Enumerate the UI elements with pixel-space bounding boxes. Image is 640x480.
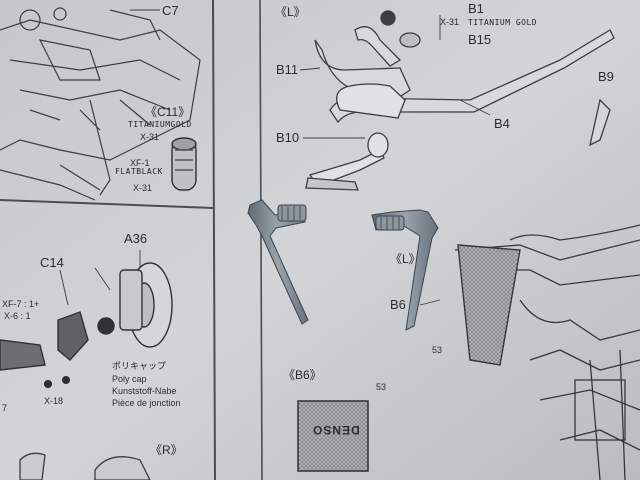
pipe-bottom-left xyxy=(19,452,151,480)
label-seven: 7 xyxy=(2,403,8,413)
label-c11: 《C11》 xyxy=(145,105,191,119)
brake-assembly-a36 xyxy=(119,262,173,348)
label-c14: C14 xyxy=(40,255,64,270)
hub-c14 xyxy=(57,311,115,361)
label-x31-a: X-31 xyxy=(140,132,160,142)
label-l-top: 《L》 xyxy=(275,5,306,19)
note-titanium-gold-top: TITANIUM GOLD xyxy=(468,18,538,27)
label-polycap-de: Kunststoff-Nabe xyxy=(112,386,177,396)
note-titanium-gold-left: TITANIUMGOLD xyxy=(128,120,192,129)
driveshaft xyxy=(0,339,46,371)
label-denso: DENSO xyxy=(312,423,360,437)
label-l-mid: 《L》 xyxy=(390,252,421,266)
label-b1: B1 xyxy=(468,1,484,16)
label-a36: A36 xyxy=(124,231,148,246)
pulley-c11 xyxy=(171,137,197,191)
radiator-b6 xyxy=(457,244,521,366)
label-polycap-en: Poly cap xyxy=(112,374,147,384)
bracket-b10 xyxy=(305,132,389,191)
small-screws xyxy=(44,376,70,388)
label-b6-bottom: 《B6》 xyxy=(283,368,322,382)
leader-lines xyxy=(59,9,491,306)
exhaust-pipes-b4 xyxy=(314,10,615,124)
label-x31-b: X-31 xyxy=(133,183,153,193)
label-b6: B6 xyxy=(390,297,406,312)
bracket-b9 xyxy=(589,98,611,147)
label-b9: B9 xyxy=(598,69,614,84)
label-r: 《R》 xyxy=(150,443,183,457)
plastic-part-right xyxy=(371,209,439,331)
label-c7: C7 xyxy=(162,3,179,18)
label-x6: X-6 : 1 xyxy=(4,311,31,321)
label-b10: B10 xyxy=(276,130,300,145)
label-b11: B11 xyxy=(276,62,299,77)
label-x18: X-18 xyxy=(44,396,64,406)
plastic-part-left xyxy=(247,199,309,325)
panel-borders xyxy=(0,0,263,480)
label-x31-top: X-31 xyxy=(440,17,460,27)
label-polycap-jp: ポリキャップ xyxy=(112,361,167,371)
label-xf7: XF-7 : 1+ xyxy=(2,299,40,309)
engine-drawing-top-left xyxy=(0,7,201,201)
label-b4: B4 xyxy=(494,116,510,131)
label-53-bottom: 53 xyxy=(376,382,387,392)
note-flat-black: FLATBLACK xyxy=(115,167,163,176)
label-polycap-fr: Pièce de jonction xyxy=(112,398,181,408)
label-xf1: XF-1 xyxy=(130,158,150,168)
label-53-mid: 53 xyxy=(432,345,443,355)
label-b15: B15 xyxy=(468,32,492,47)
radiator-closeup xyxy=(297,400,369,472)
